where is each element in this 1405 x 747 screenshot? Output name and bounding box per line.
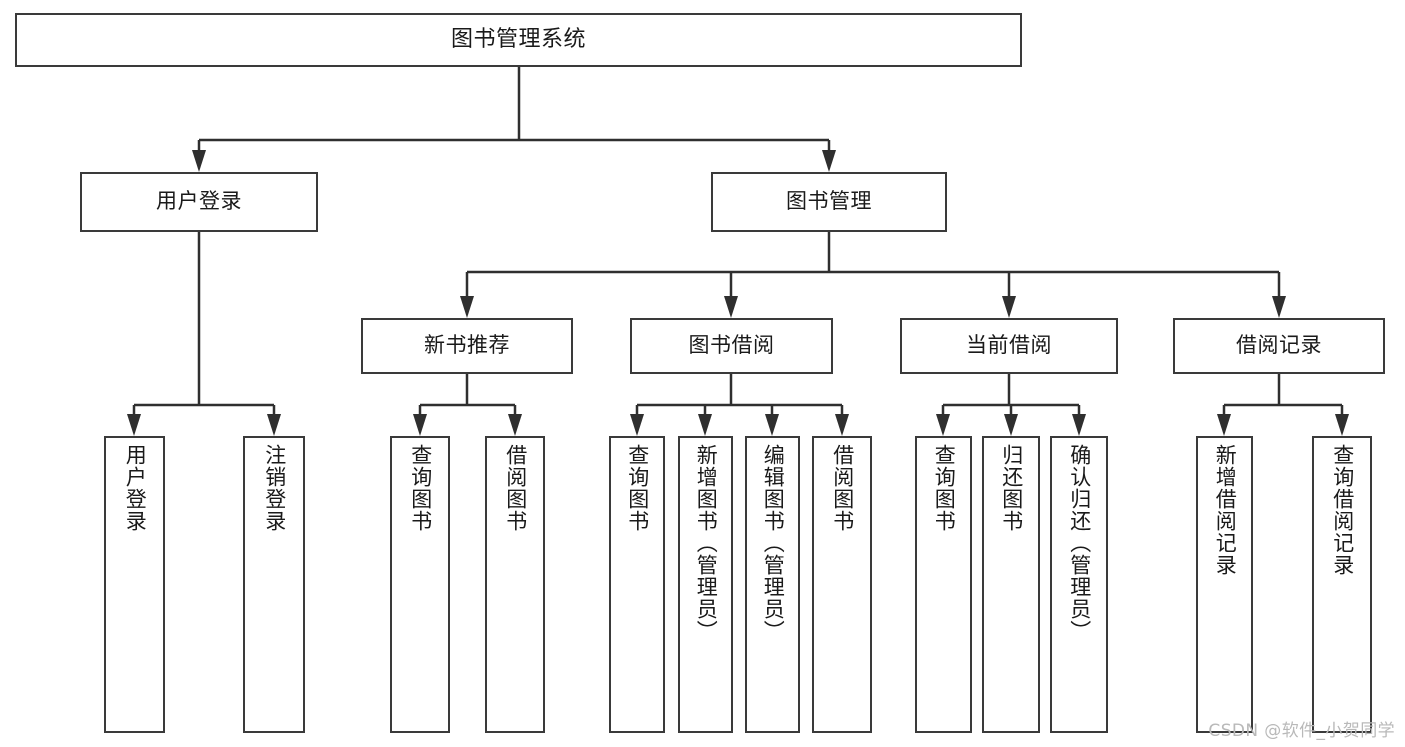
connector-arrowhead (698, 414, 712, 436)
node-root-图书管理系统[interactable]: 图书管理系统 (15, 13, 1022, 67)
connector-arrowhead (835, 414, 849, 436)
leaf-text-wrap: 归还图书 (984, 438, 1038, 731)
node-label: 确认归还（管理员） (1067, 444, 1092, 642)
node-level2-图书借阅[interactable]: 图书借阅 (630, 318, 833, 374)
node-label: 借阅图书 (503, 444, 528, 532)
node-label: 查询借阅记录 (1330, 444, 1355, 576)
node-label: 图书管理 (786, 189, 872, 214)
node-leaf-当前借阅-确认归还（管理员）[interactable]: 确认归还（管理员） (1050, 436, 1108, 733)
node-label: 图书管理系统 (450, 26, 586, 52)
node-leaf-用户登录-注销登录[interactable]: 注销登录 (243, 436, 305, 733)
node-label: 编辑图书（管理员） (761, 444, 786, 642)
connector-arrowhead (1335, 414, 1349, 436)
connector-arrowhead (822, 150, 836, 172)
connector-arrowhead (413, 414, 427, 436)
node-level1-图书管理[interactable]: 图书管理 (711, 172, 947, 232)
node-leaf-图书借阅-编辑图书（管理员）[interactable]: 编辑图书（管理员） (745, 436, 800, 733)
node-label: 查询图书 (625, 444, 650, 532)
connector-arrowhead (765, 414, 779, 436)
connector-arrowhead (460, 296, 474, 318)
connector-arrowhead (936, 414, 950, 436)
node-leaf-用户登录-用户登录[interactable]: 用户登录 (104, 436, 165, 733)
leaf-text-wrap: 查询图书 (917, 438, 970, 731)
connector-arrowhead (1004, 414, 1018, 436)
connector-arrowhead (630, 414, 644, 436)
connector-arrowhead (1072, 414, 1086, 436)
leaf-text-wrap: 编辑图书（管理员） (747, 438, 798, 731)
node-label: 新增借阅记录 (1213, 444, 1238, 576)
node-label: 用户登录 (123, 444, 148, 532)
node-leaf-当前借阅-查询图书[interactable]: 查询图书 (915, 436, 972, 733)
node-level1-用户登录[interactable]: 用户登录 (80, 172, 318, 232)
leaf-text-wrap: 确认归还（管理员） (1052, 438, 1106, 731)
connector-arrowhead (267, 414, 281, 436)
node-leaf-当前借阅-归还图书[interactable]: 归还图书 (982, 436, 1040, 733)
connector-arrowhead (127, 414, 141, 436)
leaf-text-wrap: 借阅图书 (814, 438, 870, 731)
leaf-text-wrap: 新增借阅记录 (1198, 438, 1251, 731)
node-label: 查询图书 (408, 444, 433, 532)
connector-arrowhead (724, 296, 738, 318)
node-level2-借阅记录[interactable]: 借阅记录 (1173, 318, 1385, 374)
node-label: 注销登录 (262, 444, 287, 532)
watermark-label: CSDN @软件_小贺同学 (1208, 721, 1395, 741)
node-label: 图书借阅 (688, 333, 775, 358)
node-level2-新书推荐[interactable]: 新书推荐 (361, 318, 573, 374)
leaf-text-wrap: 注销登录 (245, 438, 303, 731)
connector-arrowhead (192, 150, 206, 172)
node-label: 新书推荐 (424, 333, 510, 358)
node-leaf-图书借阅-查询图书[interactable]: 查询图书 (609, 436, 665, 733)
node-leaf-借阅记录-新增借阅记录[interactable]: 新增借阅记录 (1196, 436, 1253, 733)
leaf-text-wrap: 新增图书（管理员） (680, 438, 731, 731)
connector-arrowhead (1002, 296, 1016, 318)
leaf-text-wrap: 用户登录 (106, 438, 163, 731)
node-label: 查询图书 (932, 444, 957, 532)
node-label: 借阅图书 (830, 444, 855, 532)
connector-arrowhead (1217, 414, 1231, 436)
leaf-text-wrap: 查询借阅记录 (1314, 438, 1370, 731)
node-leaf-新书推荐-借阅图书[interactable]: 借阅图书 (485, 436, 545, 733)
leaf-text-wrap: 查询图书 (392, 438, 448, 731)
node-leaf-图书借阅-借阅图书[interactable]: 借阅图书 (812, 436, 872, 733)
leaf-text-wrap: 借阅图书 (487, 438, 543, 731)
node-level2-当前借阅[interactable]: 当前借阅 (900, 318, 1118, 374)
node-label: 用户登录 (156, 189, 242, 214)
node-leaf-图书借阅-新增图书（管理员）[interactable]: 新增图书（管理员） (678, 436, 733, 733)
leaf-text-wrap: 查询图书 (611, 438, 663, 731)
node-leaf-新书推荐-查询图书[interactable]: 查询图书 (390, 436, 450, 733)
node-label: 借阅记录 (1236, 333, 1322, 358)
connector-arrowhead (1272, 296, 1286, 318)
node-label: 当前借阅 (966, 333, 1052, 358)
node-label: 新增图书（管理员） (694, 444, 719, 642)
node-label: 归还图书 (999, 444, 1024, 532)
connector-arrowhead (508, 414, 522, 436)
node-leaf-借阅记录-查询借阅记录[interactable]: 查询借阅记录 (1312, 436, 1372, 733)
